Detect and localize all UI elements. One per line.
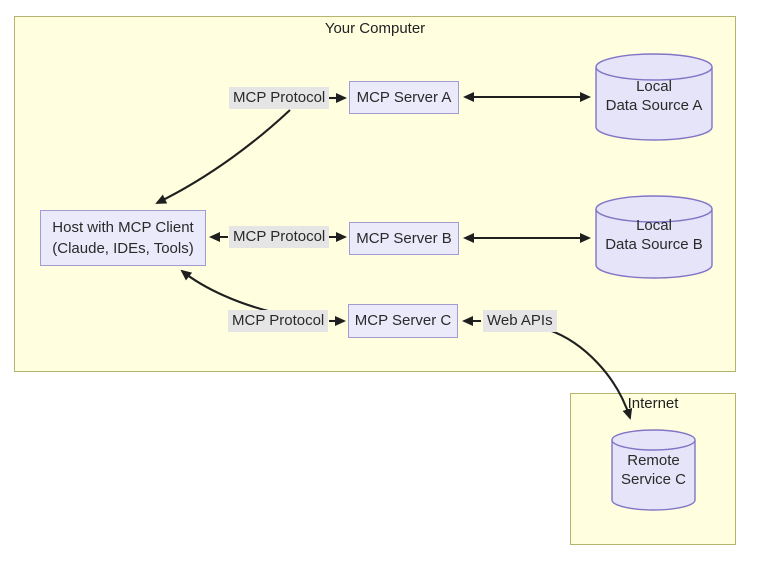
local-data-source-a-line1: Local	[636, 78, 672, 95]
mcp-server-a-label: MCP Server A	[356, 88, 452, 106]
host-label-line2: (Claude, IDEs, Tools)	[52, 240, 194, 257]
edge-label-mcp-protocol-a: MCP Protocol	[229, 87, 330, 109]
edge-label-mcp-protocol-c: MCP Protocol	[228, 310, 329, 332]
mcp-server-c-label: MCP Server C	[354, 312, 452, 329]
host-with-mcp-client-box: Host with MCP Client (Claude, IDEs, Tool…	[40, 210, 206, 266]
mcp-server-c-box: MCP Server C	[348, 304, 458, 338]
internet-label: Internet	[627, 395, 679, 412]
mcp-server-b-box: MCP Server B	[349, 222, 459, 255]
your-computer-label: Your Computer	[324, 20, 426, 37]
mcp-server-b-label: MCP Server B	[356, 229, 452, 247]
local-data-source-a-line2: Data Source A	[605, 97, 703, 114]
remote-service-c-label: Remote Service C	[611, 451, 696, 489]
local-data-source-b-line1: Local	[636, 217, 672, 234]
mcp-server-a-box: MCP Server A	[349, 81, 459, 114]
remote-service-c-line2: Service C	[620, 471, 687, 488]
host-label-line1: Host with MCP Client	[52, 219, 194, 236]
remote-service-c-line1: Remote	[627, 452, 680, 469]
local-data-source-b-line2: Data Source B	[605, 236, 703, 253]
local-data-source-a-label: Local Data Source A	[596, 77, 712, 115]
local-data-source-b-label: Local Data Source B	[596, 216, 712, 254]
edge-label-mcp-protocol-b: MCP Protocol	[229, 226, 330, 248]
edge-label-web-apis: Web APIs	[483, 310, 557, 332]
